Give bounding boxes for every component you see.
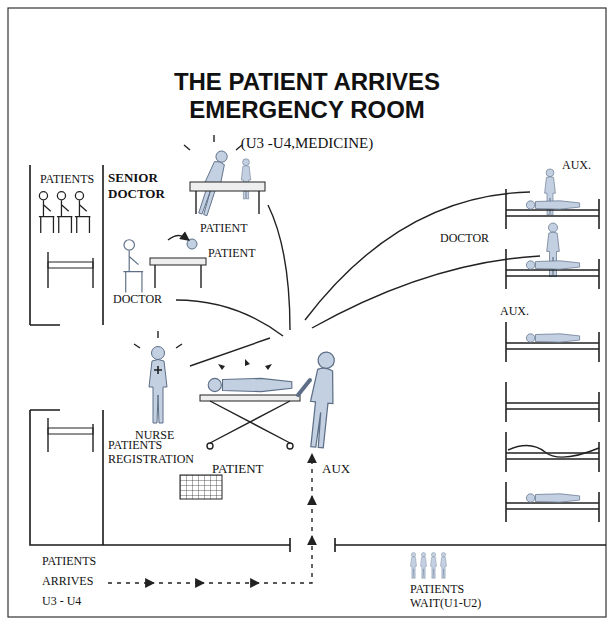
role-label: SENIOR DOCTOR (108, 170, 188, 202)
desk (150, 258, 206, 265)
aux-figure (306, 351, 338, 448)
role-label: AUX. (562, 158, 591, 172)
role-label: AUX (322, 462, 350, 476)
curve (176, 300, 283, 336)
arrival-path (108, 458, 312, 583)
arrival-note: PATIENTS ARRIVES U3 - U4 (42, 551, 108, 611)
stretcher (200, 359, 300, 449)
patients-waiting (410, 553, 446, 579)
doctor-desk (123, 235, 206, 292)
nurse (134, 331, 182, 423)
registration-panel (180, 475, 222, 499)
seated-patient (39, 192, 54, 233)
connector-curves (176, 192, 540, 366)
bed (48, 428, 93, 434)
frame (8, 8, 606, 617)
area-label: PATIENTS REGISTRATION (108, 438, 218, 466)
area-label: PATIENTS (40, 172, 94, 186)
curve (305, 192, 530, 320)
bed (48, 262, 93, 268)
figure-label: PATIENT (212, 462, 264, 476)
patient-figure (208, 378, 292, 391)
curve (190, 338, 270, 366)
curve (268, 205, 290, 330)
alert-marks (218, 359, 272, 370)
registration (48, 418, 222, 499)
doctor-figure (123, 240, 143, 293)
role-label: AUX. (500, 304, 529, 318)
title: THE PATIENT ARRIVES EMERGENCY ROOM (130, 68, 484, 124)
walls (30, 165, 606, 552)
bed (48, 252, 93, 288)
role-label: DOCTOR (440, 231, 489, 245)
waiting-note: PATIENTS WAIT(U1-U2) (410, 582, 505, 610)
seated-patient (75, 192, 90, 233)
desk (190, 182, 265, 191)
subtitle: (U3 -U4,MEDICINE) (207, 134, 407, 152)
patient-figure (241, 159, 250, 199)
aux-walking (298, 351, 338, 448)
figure-label: PATIENT (200, 221, 248, 235)
nurse-figure (149, 347, 167, 424)
patient-head (187, 239, 197, 249)
role-label: DOCTOR (113, 292, 162, 306)
sheet (508, 445, 599, 457)
alert-marks (184, 135, 242, 150)
waiting-patients (39, 192, 93, 288)
alert-marks (134, 331, 182, 348)
ward-beds (506, 169, 599, 522)
figure-label: PATIENT (208, 246, 256, 260)
seated-patient (57, 192, 72, 233)
